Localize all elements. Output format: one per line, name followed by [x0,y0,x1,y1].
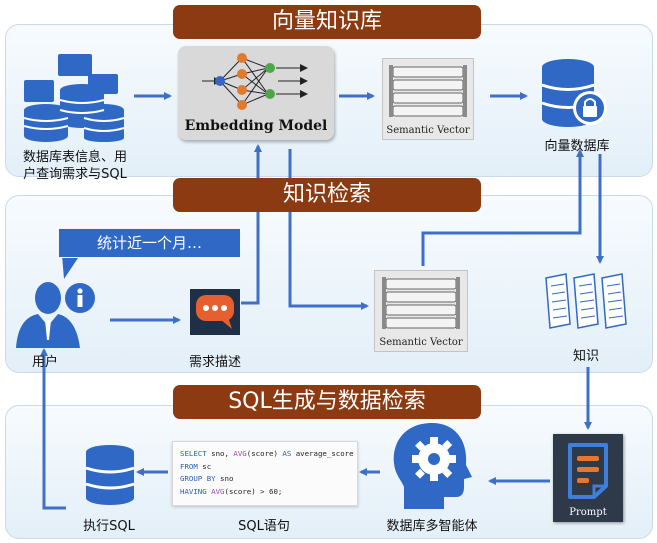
document-icon [545,273,627,329]
info-icon [65,283,95,313]
sql-keyword: HAVING [180,486,207,496]
banner-sql-gen: SQL生成与数据检索 [173,385,481,419]
arrow-embedding-to-vector-mid [288,149,369,310]
sql-text: average_score [291,449,354,458]
semantic-vector-icon [382,277,460,329]
sql-function: AVG [233,449,247,458]
retrieval-panel [5,195,653,373]
sql-text: sc [197,461,212,471]
semantic-vector-mid: Semantic Vector [374,270,468,352]
sql-text: (score) > 60; [224,486,283,496]
semantic-vector-mid-label: Semantic Vector [379,337,463,348]
user-speech-bubble: 统计近一个月… [58,228,241,258]
sql-text: sno, [206,449,234,458]
embedding-model-label: Embedding Model [184,118,328,134]
sql-keyword: GROUP BY [180,474,216,484]
arrow-request-to-embedding [241,144,262,305]
sql-code-box: SELECT sno, AVG(score) AS average_score … [172,441,358,506]
execute-sql-label: 执行SQL [83,519,135,534]
user-icon [16,282,80,348]
sql-statement-label: SQL语句 [238,519,290,534]
database-stack-icon [23,54,125,142]
requirement-label: 需求描述 [188,355,241,370]
lock-database-icon [541,59,607,127]
embedding-model-box: Embedding Model [178,46,334,140]
head-gear-icon [393,423,472,509]
banner-vector-kb: 向量知识库 [173,5,481,39]
sql-keyword: FROM [180,461,198,471]
chat-icon [190,289,240,335]
database-icon [85,445,135,505]
prompt-label: Prompt [569,507,607,518]
speech-tail [62,255,80,279]
semantic-vector-top: Semantic Vector [382,58,474,140]
db-info-label-1: 数据库表信息、用 [22,150,127,165]
sql-text: sno [215,474,234,484]
sql-text: (score) [246,449,283,458]
sql-keyword: SELECT [180,449,207,458]
sql-function: AVG [211,486,225,496]
user-label: 用户 [31,355,58,370]
neural-network-icon [202,53,308,110]
vector-db-label: 向量数据库 [544,139,610,154]
semantic-vector-top-label: Semantic Vector [386,125,470,136]
prompt-box: Prompt [553,434,623,522]
arrow-vector-mid-to-vdb [421,149,584,266]
banner-retrieval: 知识检索 [173,178,481,212]
prompt-doc-icon [568,443,608,499]
knowledge-label: 知识 [572,349,599,364]
db-info-label-2: 户查询需求与SQL [23,167,127,182]
arrow-exec-to-user [40,348,66,510]
sql-keyword: AS [282,449,292,458]
semantic-vector-icon [389,65,467,117]
agents-label: 数据库多智能体 [386,519,478,534]
